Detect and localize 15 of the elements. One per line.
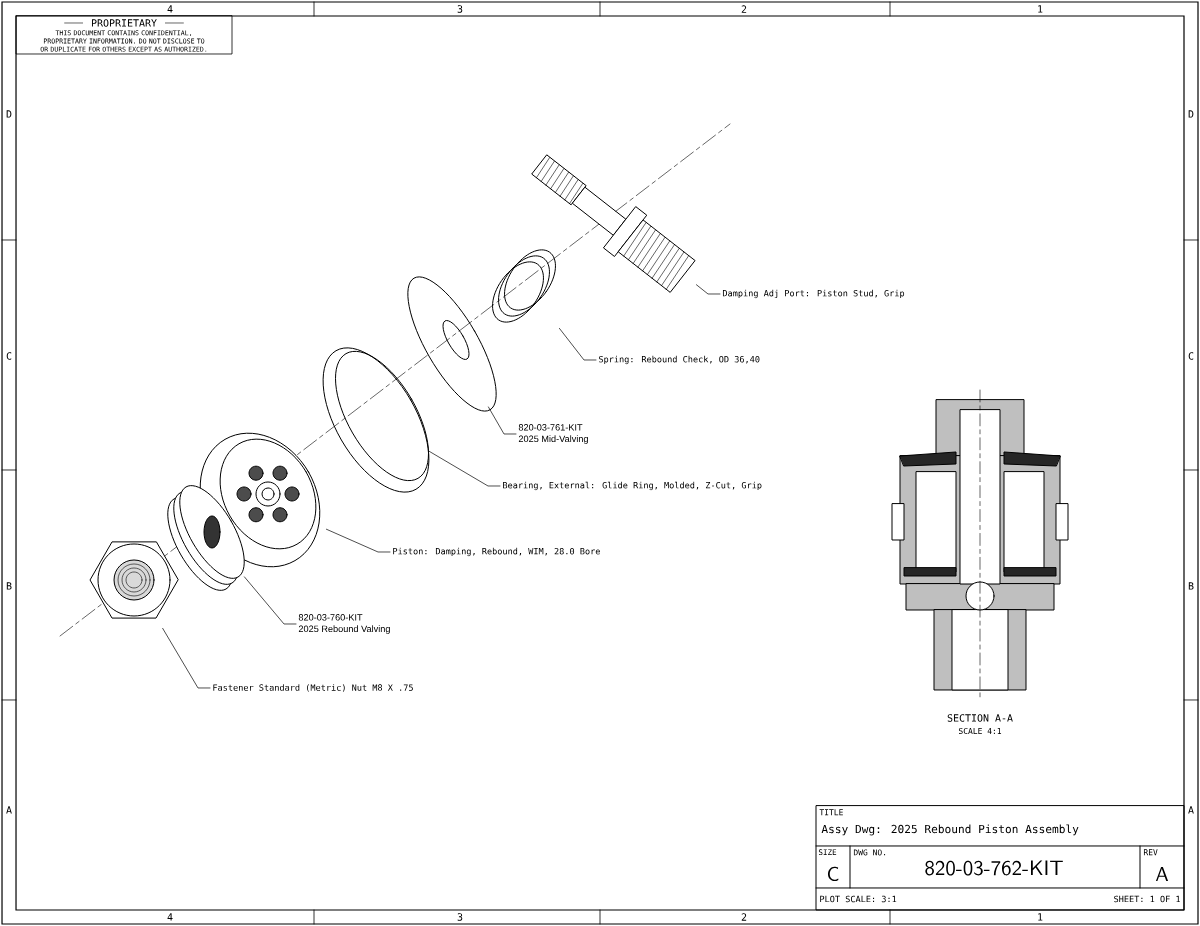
drawing-number: 820-03-762-KIT	[925, 860, 1063, 876]
revision-value: A	[1155, 867, 1169, 881]
size-value: C	[827, 866, 839, 882]
leader-line	[559, 328, 597, 361]
leader-line	[326, 528, 391, 553]
washer-drawing	[407, 276, 497, 412]
piston-stud-drawing	[531, 154, 696, 293]
leader-line	[488, 406, 517, 435]
leader-line	[428, 450, 501, 487]
valving-stack-drawing	[167, 485, 245, 591]
leader-line	[696, 284, 721, 295]
nut-drawing	[89, 541, 179, 619]
spring-drawing	[492, 249, 556, 323]
glide-ring-drawing	[322, 347, 430, 493]
leader-line	[162, 628, 211, 689]
